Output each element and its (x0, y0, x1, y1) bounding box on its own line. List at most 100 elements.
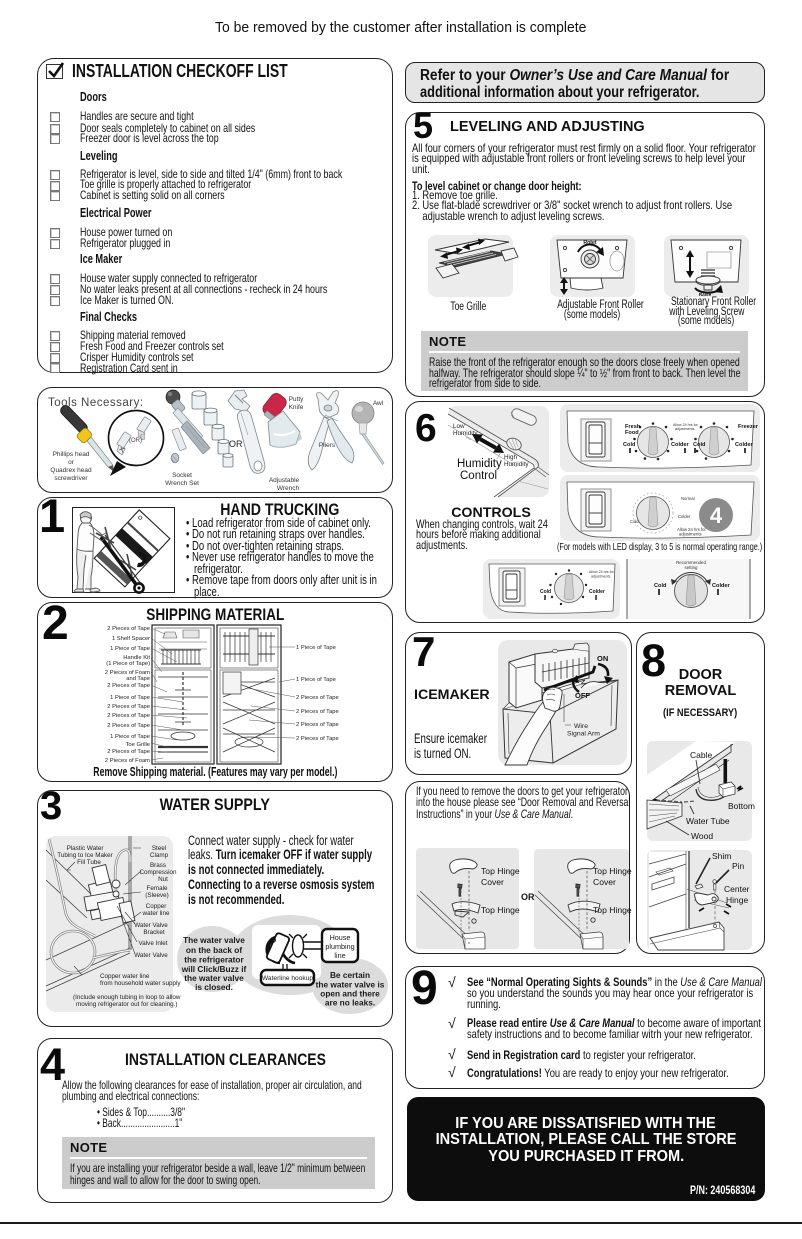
svg-text:Cold: Cold (630, 519, 639, 524)
svg-text:Cold: Cold (540, 589, 551, 595)
svg-text:Top Hinge: Top Hinge (481, 905, 520, 915)
svg-text:Top Hinge: Top Hinge (593, 905, 632, 915)
svg-text:Allow 24 hrs for: Allow 24 hrs for (589, 570, 615, 574)
svg-text:2 Pieces of Tape: 2 Pieces of Tape (107, 749, 150, 755)
svg-text:water line: water line (142, 910, 170, 917)
svg-text:1 Piece of Tape: 1 Piece of Tape (110, 734, 150, 740)
svg-text:Colder: Colder (735, 442, 754, 448)
svg-text:1 Piece of Tape: 1 Piece of Tape (296, 645, 336, 651)
svg-text:moving refrigerator out for cl: moving refrigerator out for cleaning.) (76, 1001, 178, 1008)
svg-text:the water valve: the water valve (184, 973, 244, 983)
svg-text:Pin: Pin (732, 861, 745, 871)
svg-text:Wrench: Wrench (277, 485, 300, 492)
svg-text:2 Pieces of Foam: 2 Pieces of Foam (105, 670, 150, 676)
svg-text:High: High (504, 454, 517, 461)
svg-text:1 Piece of Tape: 1 Piece of Tape (296, 677, 336, 683)
svg-text:Bottom: Bottom (728, 801, 755, 811)
svg-text:Center: Center (724, 884, 750, 894)
svg-text:ON: ON (597, 654, 608, 663)
svg-text:2 Pieces of Tape: 2 Pieces of Tape (296, 695, 339, 701)
svg-text:Cold: Cold (623, 442, 636, 448)
svg-text:Waterline hookup: Waterline hookup (262, 975, 313, 982)
svg-text:open and there: open and there (320, 989, 380, 999)
svg-text:2 Pieces of Tape: 2 Pieces of Tape (107, 723, 150, 729)
svg-text:Putty: Putty (289, 396, 305, 403)
svg-text:Top Hinge: Top Hinge (593, 866, 632, 876)
svg-text:(Include enough tubing in loop: (Include enough tubing in loop to allow (73, 994, 181, 1001)
svg-text:adjustments: adjustments (591, 575, 611, 579)
svg-text:Fresh: Fresh (625, 424, 641, 430)
svg-text:are no leaks.: are no leaks. (325, 998, 375, 1008)
svg-text:Knife: Knife (289, 404, 304, 411)
svg-text:Raise: Raise (699, 292, 712, 297)
svg-text:Pliers: Pliers (319, 442, 336, 449)
svg-text:Plastic Water: Plastic Water (67, 845, 104, 852)
svg-text:Phillips head: Phillips head (53, 451, 90, 458)
svg-text:Food: Food (625, 430, 639, 436)
svg-text:screwdriver: screwdriver (54, 475, 88, 482)
svg-text:Female: Female (147, 885, 168, 892)
svg-text:Humidity: Humidity (504, 461, 529, 468)
svg-text:4: 4 (710, 503, 723, 528)
svg-text:Cover: Cover (481, 877, 504, 887)
svg-text:Cold: Cold (693, 442, 706, 448)
svg-text:adjustments: adjustments (675, 427, 695, 431)
svg-text:Valve Inlet: Valve Inlet (139, 940, 168, 947)
svg-text:Wrench Set: Wrench Set (165, 480, 199, 487)
svg-text:Top Hinge: Top Hinge (481, 866, 520, 876)
svg-text:Compression: Compression (139, 869, 177, 876)
svg-text:Bracket: Bracket (143, 929, 165, 936)
svg-text:Colder: Colder (671, 442, 690, 448)
svg-text:Shim: Shim (712, 851, 731, 861)
svg-text:Brass: Brass (150, 862, 166, 869)
svg-text:Be certain: Be certain (330, 970, 370, 980)
svg-text:Toe Grille: Toe Grille (126, 742, 150, 748)
svg-text:Steel: Steel (152, 845, 166, 852)
svg-text:Water Valve: Water Valve (134, 952, 168, 959)
svg-text:on the back of: on the back of (186, 945, 242, 955)
svg-text:House: House (330, 933, 351, 942)
svg-text:Cover: Cover (593, 877, 616, 887)
svg-text:adjustments: adjustments (679, 532, 702, 537)
svg-text:Control: Control (460, 470, 497, 482)
svg-text:(1 Piece of Tape): (1 Piece of Tape) (106, 661, 150, 667)
svg-text:2 Pieces of Tape: 2 Pieces of Tape (296, 722, 339, 728)
svg-text:Hinge: Hinge (726, 895, 748, 905)
svg-text:plumbing: plumbing (325, 942, 354, 951)
svg-text:Fill Tube: Fill Tube (77, 859, 101, 866)
svg-text:Wire: Wire (574, 723, 588, 730)
svg-text:1 Piece of Tape: 1 Piece of Tape (110, 646, 150, 652)
svg-text:the water valve is: the water valve is (316, 980, 385, 990)
svg-text:Copper water line: Copper water line (100, 973, 150, 980)
svg-text:the refrigerator: the refrigerator (184, 955, 244, 965)
svg-text:1 Shelf Spacer: 1 Shelf Spacer (112, 636, 150, 642)
svg-text:Normal: Normal (681, 496, 695, 501)
svg-text:2 Pieces of Tape: 2 Pieces of Tape (296, 709, 339, 715)
svg-text:or: or (68, 459, 75, 466)
svg-text:Colder: Colder (678, 514, 691, 519)
svg-text:2 Pieces of Tape: 2 Pieces of Tape (107, 704, 150, 710)
svg-text:Nut: Nut (158, 876, 168, 883)
svg-text:Recommended: Recommended (676, 560, 706, 565)
svg-text:Rotet: Rotet (583, 240, 597, 246)
svg-text:The water valve: The water valve (183, 935, 245, 945)
svg-text:Freezer: Freezer (738, 424, 759, 430)
svg-text:Wood: Wood (691, 831, 713, 841)
svg-text:2 Pieces of Tape: 2 Pieces of Tape (107, 713, 150, 719)
svg-text:(OR): (OR) (129, 438, 142, 444)
svg-text:Signal Arm: Signal Arm (567, 731, 600, 738)
svg-text:2 Pieces of Foam: 2 Pieces of Foam (105, 758, 150, 764)
svg-text:is closed.: is closed. (195, 982, 233, 992)
svg-text:Humidity: Humidity (453, 430, 478, 437)
svg-text:OFF: OFF (575, 691, 590, 700)
svg-text:2 Pieces of Tape: 2 Pieces of Tape (296, 736, 339, 742)
svg-text:will Click/Buzz if: will Click/Buzz if (181, 964, 247, 974)
svg-text:Allow 24 hrs for: Allow 24 hrs for (673, 423, 699, 427)
svg-text:Water Valve: Water Valve (134, 922, 168, 929)
svg-text:Tubing to Ice Maker: Tubing to Ice Maker (57, 852, 112, 859)
svg-text:and Tape: and Tape (126, 676, 150, 682)
svg-text:Awl: Awl (373, 400, 384, 407)
svg-text:Low: Low (453, 423, 465, 430)
svg-text:OR: OR (229, 439, 243, 449)
svg-text:Clamp: Clamp (150, 852, 169, 859)
